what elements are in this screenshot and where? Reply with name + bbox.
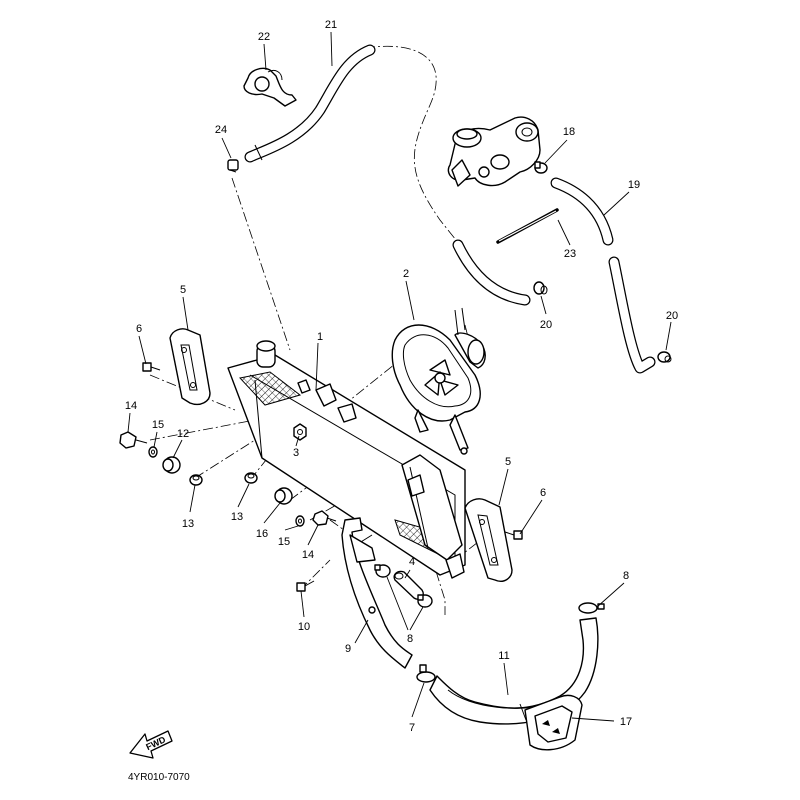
clamp-18[interactable] xyxy=(534,161,548,174)
bolt-6-right[interactable] xyxy=(504,530,523,540)
bolt-10[interactable] xyxy=(296,580,315,592)
fan-assembly-2[interactable] xyxy=(391,307,486,455)
callout-c22: 22 xyxy=(258,31,270,43)
callout-c1: 1 xyxy=(317,331,323,343)
hose-19[interactable] xyxy=(550,177,656,374)
callout-c21: 21 xyxy=(325,19,337,31)
callout-c4: 4 xyxy=(409,556,415,568)
callout-c9: 9 xyxy=(345,643,351,655)
callout-c13a: 13 xyxy=(182,518,194,530)
callout-c13b: 13 xyxy=(231,511,243,523)
callout-c17: 17 xyxy=(620,716,632,728)
callout-c20a: 20 xyxy=(540,319,552,331)
callout-c5a: 5 xyxy=(180,284,186,296)
callout-c19: 19 xyxy=(628,179,640,191)
grommet-12[interactable] xyxy=(162,456,181,474)
callout-c3: 3 xyxy=(293,447,299,459)
callout-c11: 11 xyxy=(498,650,509,662)
callout-c7: 7 xyxy=(409,722,415,734)
bolt-14-right[interactable] xyxy=(312,510,337,526)
callout-c2: 2 xyxy=(403,268,409,280)
hose-21[interactable] xyxy=(244,44,531,306)
callout-c15b: 15 xyxy=(278,536,290,548)
bolt-14-left[interactable] xyxy=(119,431,148,449)
callout-c24: 24 xyxy=(215,124,227,136)
grommet-16[interactable] xyxy=(274,487,293,505)
pipe-9[interactable] xyxy=(341,517,413,669)
pipe-23[interactable] xyxy=(496,208,559,244)
clip-24[interactable] xyxy=(227,159,239,173)
collar-13-left[interactable] xyxy=(189,474,203,486)
clamp-20-upper[interactable] xyxy=(533,281,548,295)
nut-3[interactable] xyxy=(293,423,307,441)
callout-c14a: 14 xyxy=(125,400,137,412)
callout-c8a: 8 xyxy=(623,570,629,582)
callout-c6a: 6 xyxy=(136,323,142,335)
callout-c20b: 20 xyxy=(666,310,678,322)
clamp-8-b[interactable] xyxy=(417,594,433,608)
bracket-5-right[interactable] xyxy=(464,498,513,582)
callout-c23: 23 xyxy=(564,248,576,260)
callout-labels: 1234556678891011121313141415151617181920… xyxy=(125,19,678,734)
leader-lines xyxy=(127,31,672,722)
callout-c15a: 15 xyxy=(152,419,164,431)
callout-c5b: 5 xyxy=(505,456,511,468)
callout-c12: 12 xyxy=(177,428,189,440)
guard-17[interactable] xyxy=(524,694,583,751)
clamp-7[interactable] xyxy=(416,664,436,683)
callout-c8b: 8 xyxy=(407,633,413,645)
callout-c6b: 6 xyxy=(540,487,546,499)
radiator-1[interactable] xyxy=(227,340,466,579)
thermostat-housing[interactable] xyxy=(447,116,541,187)
bolt-6-left[interactable] xyxy=(142,362,161,372)
bracket-22[interactable] xyxy=(243,67,297,107)
washer-15-right[interactable] xyxy=(295,515,305,527)
callout-c14b: 14 xyxy=(302,549,314,561)
forward-arrow: FWD xyxy=(129,730,173,759)
callout-c16: 16 xyxy=(256,528,268,540)
callout-c10: 10 xyxy=(298,621,310,633)
clamp-8-a[interactable] xyxy=(374,564,391,578)
bracket-5-left[interactable] xyxy=(169,328,211,406)
collar-13-right[interactable] xyxy=(244,472,258,484)
washer-15-left[interactable] xyxy=(148,446,158,458)
callout-c18: 18 xyxy=(563,126,575,138)
diagram-code: 4YR010-7070 xyxy=(128,772,190,783)
clamp-20-right[interactable] xyxy=(657,351,672,363)
